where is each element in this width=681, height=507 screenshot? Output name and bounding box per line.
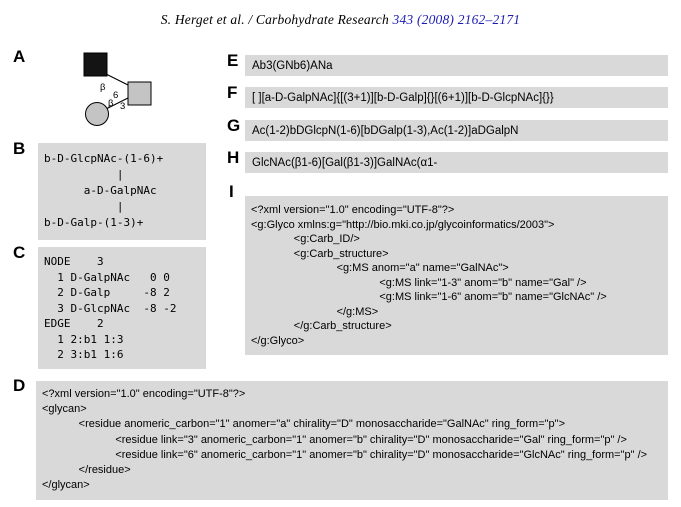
iupac-text: GlcNAc(β1-6)[Gal(β1-3)]GalNAc(α1-	[252, 156, 438, 169]
panel-h-label: H	[227, 148, 240, 167]
linucs-text: [ ][a-D-GalpNAc]{[(3+1)][b-D-Galp]{}[(6+…	[252, 91, 554, 104]
bond-lower-linkage-label: 3	[120, 101, 125, 112]
panel-d-box: <?xml version="1.0" encoding="UTF-8"?> <…	[36, 381, 668, 500]
panel-b-box: b-D-GlcpNAc-(1-6)+ | a-D-GalpNAc | b-D-G…	[38, 143, 206, 240]
glyco-xml-code: <?xml version="1.0" encoding="UTF-8"?> <…	[251, 204, 607, 347]
panel-g-label: G	[227, 116, 241, 135]
kcf-node-edge-code: NODE 3 1 D-GalpNAc 0 0 2 D-Galp -8 2 3 D…	[44, 255, 177, 361]
gal-circle-symbol	[85, 102, 109, 126]
galnac-square-symbol	[127, 81, 152, 106]
glcnac-square-symbol	[83, 52, 108, 77]
panel-c-box: NODE 3 1 D-GalpNAc 0 0 2 D-Galp -8 2 3 D…	[38, 247, 206, 369]
bond-upper-linkage-label: 6	[113, 90, 118, 101]
glycan-symbol-diagram: β 6 β 3	[83, 52, 152, 126]
panel-b-label: B	[13, 139, 26, 158]
bond-upper-anomer-label: β	[100, 82, 106, 93]
bond-lower-anomer-label: β	[108, 98, 114, 109]
panel-e-box: Ab3(GNb6)ANa	[245, 55, 668, 76]
panel-g-box: Ac(1-2)bDGlcpN(1-6)[bDGalp(1-3),Ac(1-2)]…	[245, 120, 668, 141]
panel-c-label: C	[13, 243, 26, 262]
citation-authors: S. Herget et al. / Carbohydrate Research	[160, 12, 393, 27]
linearcode-text: Ab3(GNb6)ANa	[252, 59, 333, 72]
panel-h-box: GlcNAc(β1-6)[Gal(β1-3)]GalNAc(α1-	[245, 152, 668, 173]
citation-volume-link[interactable]: 343 (2008) 2162–2171	[392, 12, 521, 27]
panel-i-box: <?xml version="1.0" encoding="UTF-8"?> <…	[245, 196, 668, 355]
panel-f-box: [ ][a-D-GalpNAc]{[(3+1)][b-D-Galp]{}[(6+…	[245, 87, 668, 108]
panel-d-label: D	[13, 376, 26, 395]
glycan-xml-code: <?xml version="1.0" encoding="UTF-8"?> <…	[42, 388, 648, 492]
panel-i-label: I	[229, 182, 234, 201]
csdb-text: Ac(1-2)bDGlcpN(1-6)[bDGalp(1-3),Ac(1-2)]…	[252, 124, 519, 137]
running-head: S. Herget et al. / Carbohydrate Research…	[0, 12, 681, 28]
panel-a-label: A	[13, 47, 26, 66]
panel-e-label: E	[227, 51, 239, 70]
carbbank-2d-code: b-D-GlcpNAc-(1-6)+ | a-D-GalpNAc | b-D-G…	[44, 152, 164, 229]
panel-f-label: F	[227, 83, 238, 102]
